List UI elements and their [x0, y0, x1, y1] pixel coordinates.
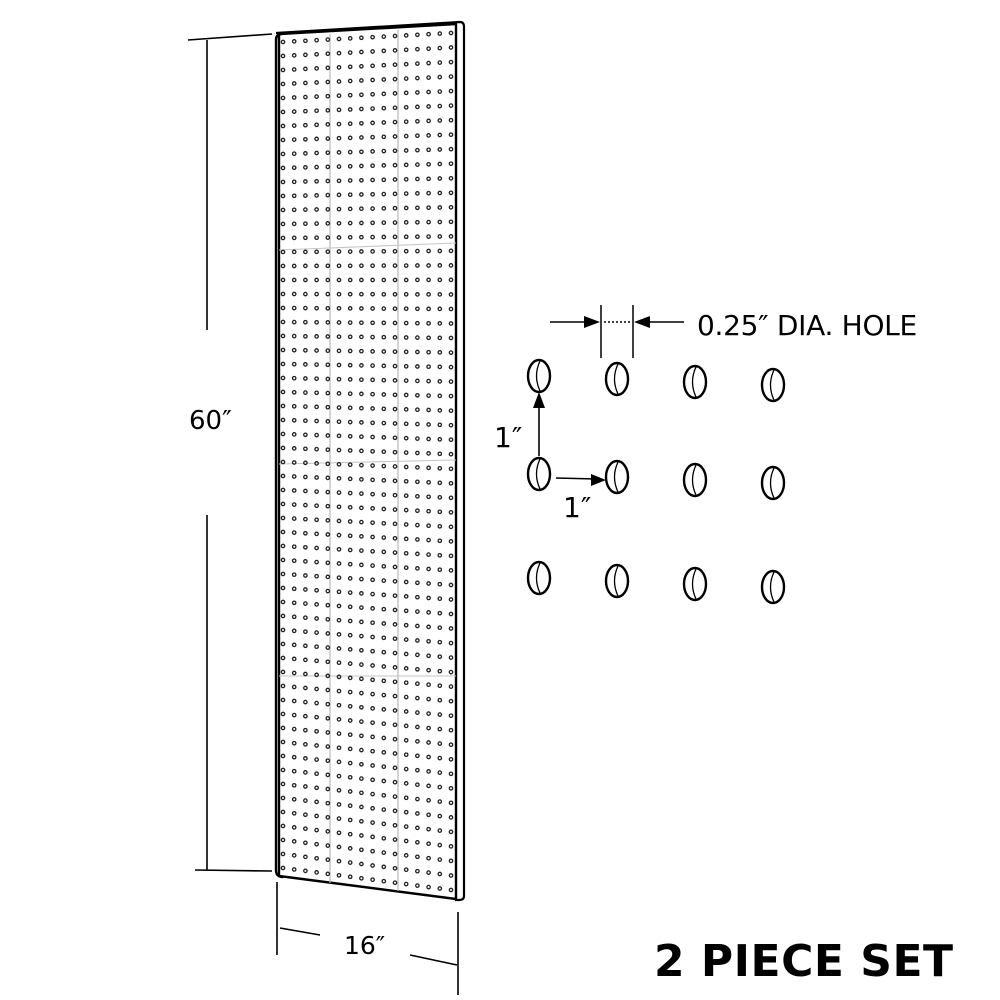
- pegboard-holes: [280, 30, 454, 893]
- horizontal-spacing-label: 1″: [563, 491, 592, 524]
- section-dividers: [329, 30, 399, 891]
- hole-detail-icon: [604, 459, 630, 495]
- hole-detail-icon: [526, 560, 552, 596]
- hole-detail-icon: [604, 361, 630, 397]
- height-dimension: [187, 33, 273, 872]
- pegboard-panel: [274, 20, 466, 902]
- hole-detail-icon: [526, 456, 552, 492]
- hole-detail-icon: [604, 563, 630, 599]
- hole-detail-icon: [682, 364, 708, 400]
- section-seams: [278, 242, 457, 677]
- hole-detail-icon: [682, 462, 708, 498]
- set-quantity-label: 2 PIECE SET: [654, 936, 954, 987]
- spacing-arrows: [533, 392, 606, 486]
- hole-diameter-label: 0.25″ DIA. HOLE: [697, 309, 917, 342]
- width-label: 16″: [344, 931, 386, 960]
- hole-detail-icon: [760, 367, 786, 403]
- hole-detail-icon: [760, 465, 786, 501]
- hole-detail-icon: [760, 569, 786, 605]
- height-label: 60″: [189, 406, 232, 436]
- hole-detail-icon: [526, 358, 552, 394]
- hole-detail-icon: [682, 566, 708, 602]
- width-dimension: [276, 882, 459, 995]
- hole-diameter-callout: [550, 305, 684, 358]
- vertical-spacing-label: 1″: [494, 421, 523, 454]
- hole-detail-grid: [526, 358, 786, 605]
